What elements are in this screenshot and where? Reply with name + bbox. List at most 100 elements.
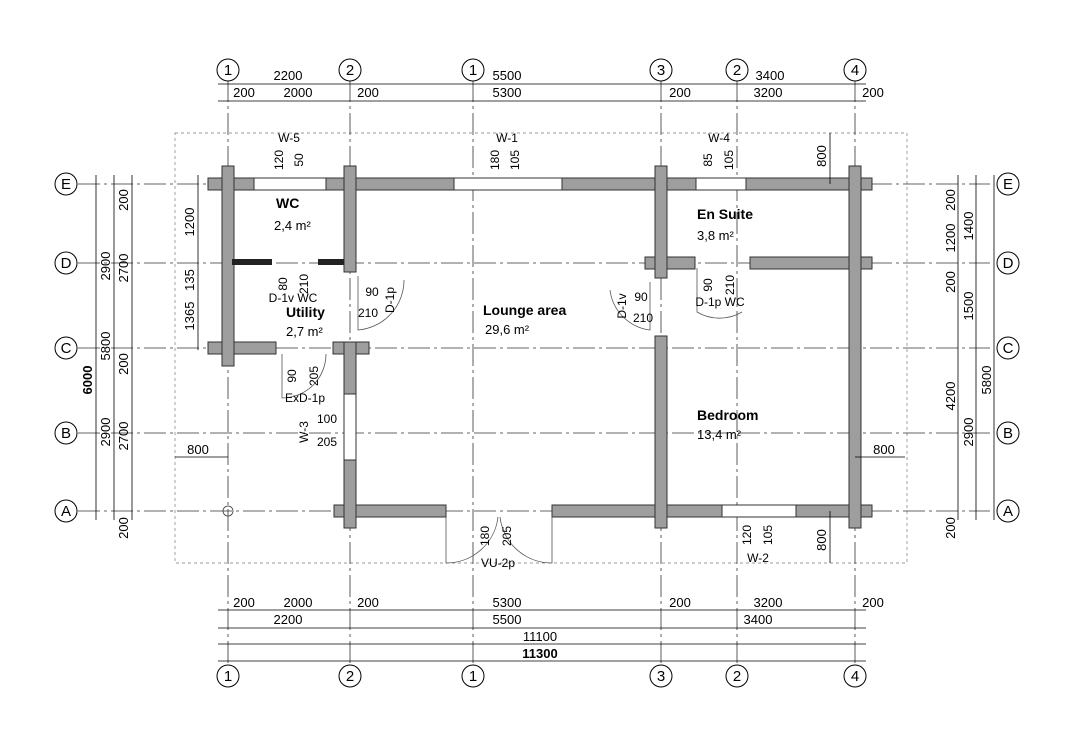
room-name: En Suite <box>697 206 753 222</box>
dim-text: 2200 <box>274 612 303 627</box>
door-dim: 210 <box>297 274 311 294</box>
row-label: C <box>61 340 72 357</box>
window-labels: W-5 120 50 W-1 180 105 W-4 85 105 W-3 10… <box>272 131 775 565</box>
col-label: 2 <box>733 668 741 685</box>
row-label: D <box>1003 255 1014 272</box>
door-dim: 90 <box>285 369 299 383</box>
col-label: 4 <box>851 62 859 79</box>
dim-text: 200 <box>116 189 131 211</box>
room-name: Utility <box>286 304 325 320</box>
grid-bubbles <box>54 58 1020 688</box>
room-area: 2,4 m² <box>274 218 312 233</box>
grid-labels: 1 2 1 3 2 4 1 2 1 3 2 4 E D C B A E D C … <box>61 62 1014 685</box>
row-label: E <box>1003 176 1013 193</box>
dim-text: 200 <box>669 85 691 100</box>
dim-text: 135 <box>182 269 197 291</box>
dim-text: 2000 <box>284 85 313 100</box>
col-label: 4 <box>851 668 859 685</box>
door-swings <box>222 268 743 564</box>
room-area: 29,6 m² <box>485 322 530 337</box>
dim-text: 2900 <box>98 252 113 281</box>
dim-text: 1500 <box>961 292 976 321</box>
row-label: D <box>61 255 72 272</box>
window-dim: 105 <box>508 150 522 170</box>
dim-text: 200 <box>943 517 958 539</box>
offset-dimensions: 800 800 800 800 <box>187 145 895 551</box>
dim-text: 800 <box>187 442 209 457</box>
col-label: 3 <box>657 62 665 79</box>
room-area: 3,8 m² <box>697 228 735 243</box>
dim-text: 200 <box>862 595 884 610</box>
door-label: D-1v WC <box>269 291 318 305</box>
dim-text: 3400 <box>744 612 773 627</box>
door-label: D-1p <box>383 287 397 313</box>
dim-text: 3200 <box>754 595 783 610</box>
dim-text: 2000 <box>284 595 313 610</box>
row-label: E <box>61 176 71 193</box>
row-label: B <box>1003 425 1013 442</box>
dim-text: 200 <box>357 85 379 100</box>
partition-wc-right <box>318 259 344 265</box>
door-label: ExD-1p <box>285 391 325 405</box>
window-dim: 105 <box>761 525 775 545</box>
dim-text: 5300 <box>493 595 522 610</box>
window-label: W-1 <box>496 131 518 145</box>
dim-text: 200 <box>943 189 958 211</box>
window-dim: 85 <box>701 153 715 167</box>
dim-text: 5500 <box>493 68 522 83</box>
dim-text: 5500 <box>493 612 522 627</box>
window-label: W-3 <box>297 421 311 443</box>
dim-text: 2700 <box>116 422 131 451</box>
dim-text: 200 <box>943 271 958 293</box>
dim-text-total: 11300 <box>522 646 557 661</box>
room-labels: WC 2,4 m² Utility 2,7 m² Lounge area 29,… <box>274 195 758 442</box>
col-label: 3 <box>657 668 665 685</box>
dim-text: 800 <box>873 442 895 457</box>
dim-text: 4200 <box>943 382 958 411</box>
dim-text: 2200 <box>274 68 303 83</box>
window-dim: 180 <box>488 150 502 170</box>
door-dim: 210 <box>723 275 737 295</box>
col-label: 2 <box>733 62 741 79</box>
dim-text: 2900 <box>98 418 113 447</box>
top-dimensions: 2200 5500 3400 200 2000 200 5300 200 320… <box>233 68 884 100</box>
room-name: Bedroom <box>697 407 758 423</box>
door-labels: D-1v WC 80 210 D-1p 90 210 ExD-1p 90 205… <box>269 274 745 570</box>
door-dim: 205 <box>500 526 514 546</box>
row-label: A <box>1003 503 1013 520</box>
door-dim: 210 <box>358 306 378 320</box>
col-label: 1 <box>224 668 232 685</box>
col-label: 1 <box>224 62 232 79</box>
dim-text: 200 <box>357 595 379 610</box>
room-name: WC <box>276 195 299 211</box>
dim-text: 3400 <box>756 68 785 83</box>
window-dim: 120 <box>272 150 286 170</box>
dim-text: 1200 <box>943 224 958 253</box>
dim-text: 2900 <box>961 418 976 447</box>
dim-text: 1200 <box>182 208 197 237</box>
window-label: W-5 <box>278 131 300 145</box>
bottom-dimensions: 200 2000 200 5300 200 3200 200 2200 5500… <box>233 595 884 661</box>
partition-wc-left <box>232 259 272 265</box>
col-label: 1 <box>469 62 477 79</box>
door-dim: 205 <box>307 366 321 386</box>
door-dim: 80 <box>276 277 290 291</box>
dimension-lines <box>95 83 995 662</box>
door-dim: 90 <box>365 285 379 299</box>
left-dimensions: 6000 5800 2900 2900 200 2700 200 2700 20… <box>80 189 197 539</box>
window-dim: 205 <box>317 435 337 449</box>
dim-text: 200 <box>862 85 884 100</box>
door-label: VU-2p <box>481 556 515 570</box>
building-outline <box>174 132 908 564</box>
door-label: D-1v <box>615 293 629 318</box>
dim-text: 3200 <box>754 85 783 100</box>
door-dim: 180 <box>478 526 492 546</box>
room-area: 2,7 m² <box>286 324 324 339</box>
dim-text: 11100 <box>523 629 557 644</box>
room-name: Lounge area <box>483 302 566 318</box>
dim-text: 5800 <box>98 332 113 361</box>
door-label: D-1p WC <box>695 295 745 309</box>
dim-text: 800 <box>814 529 829 551</box>
window-dim: 50 <box>292 153 306 167</box>
